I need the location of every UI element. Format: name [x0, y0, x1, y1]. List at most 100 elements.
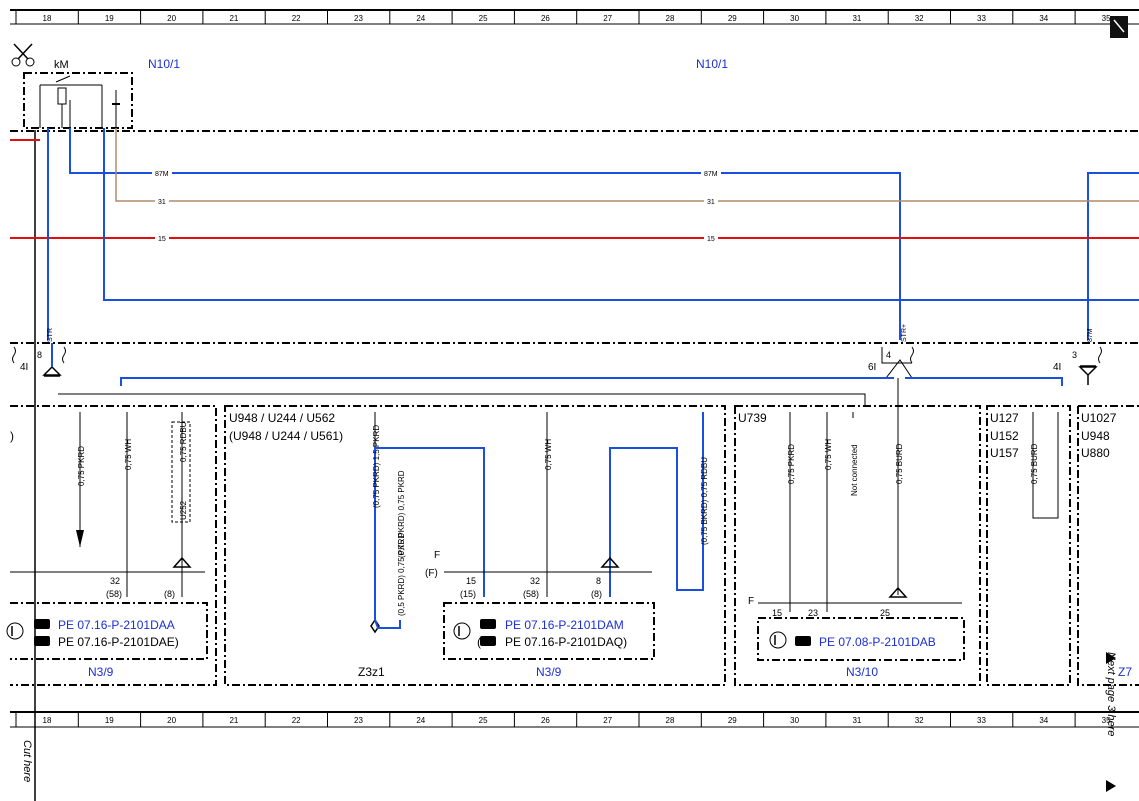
ruler-column-label: 26 — [541, 14, 550, 23]
box4-wire: 0,75 BURD — [1030, 443, 1039, 484]
box4-header-2: U152 — [990, 429, 1019, 443]
ruler-column-label: 21 — [229, 14, 238, 23]
bus-87m — [69, 128, 901, 340]
relay-label: kM — [54, 59, 69, 71]
next-page: Next page 3 here — [1105, 652, 1117, 736]
box1-pe-main[interactable]: PE 07.16-P-2101DAA — [58, 618, 175, 632]
ruler-column-label: 18 — [43, 14, 52, 23]
pin-8: 8 — [37, 350, 42, 360]
box2-pin-32: 32 — [530, 576, 540, 586]
box2-pin-15: 15 — [466, 576, 476, 586]
connector-arrow-down-icon — [1078, 346, 1102, 385]
bus-label-31-right: 31 — [704, 196, 718, 206]
wire-blue-connector — [120, 377, 894, 386]
ruler-column-label: 24 — [416, 716, 425, 725]
ruler-column-label: 19 — [105, 14, 114, 23]
box3-pe-main[interactable]: PE 07.08-P-2101DAB — [819, 635, 936, 649]
box2-wire-rdbu: (0,75 BKRD) 0,75 RDBU — [700, 457, 709, 545]
terminal-87m-right: 87M — [1087, 328, 1094, 342]
box4-header-3: U157 — [990, 446, 1019, 460]
cut-here: Cut here — [21, 740, 33, 782]
ruler-column-label: 29 — [728, 14, 737, 23]
n10-label-left: N10/1 — [148, 57, 180, 71]
bus-blue-lower — [103, 128, 1139, 301]
box2-pin-58: (58) — [523, 589, 539, 599]
box2-pin-15b: (15) — [460, 589, 476, 599]
splice-u252-box — [171, 421, 191, 523]
pointing-hand-icon — [34, 619, 50, 629]
box5-header-1: U1027 — [1081, 411, 1117, 425]
bus-label-15-left: 15 — [155, 233, 169, 243]
bus-label-15-right: 15 — [704, 233, 718, 243]
splice-u252: U252 — [179, 500, 188, 520]
scissors-icon — [11, 43, 35, 67]
relay-housing — [23, 72, 133, 129]
pointing-hand-icon — [480, 636, 496, 646]
box2-wire-z: (0,75 PKRD) 1,5 PKRD — [372, 425, 381, 508]
box3-pin-23: 23 — [808, 608, 818, 618]
terminal-str-right: STR+ — [901, 324, 908, 342]
transistor-icon — [769, 631, 787, 649]
box1-wire-3: 0,75 RDBU — [179, 421, 188, 462]
ruler-column-label: 27 — [603, 14, 612, 23]
box1-wire-1: 0,75 PKRD — [77, 446, 86, 486]
ruler-column-label: 24 — [416, 14, 425, 23]
box2-header-2: (U948 / U244 / U561) — [229, 429, 343, 443]
ruler-column-label: 25 — [479, 14, 488, 23]
box-n3-10 — [734, 405, 981, 686]
wire-blue-connector-right — [905, 377, 1063, 386]
bus-label-31-left: 31 — [155, 196, 169, 206]
pointing-hand-icon — [480, 619, 496, 629]
transistor-icon — [453, 622, 471, 640]
box2-pin-8b: (8) — [591, 589, 602, 599]
box3-wire-4: 0,75 BURD — [895, 443, 904, 484]
relay-coil-icon — [39, 75, 120, 128]
box1-pin-58: (58) — [106, 589, 122, 599]
ruler-column-label: 27 — [603, 716, 612, 725]
ruler-column-label: 34 — [1039, 14, 1048, 23]
ruler-column-label: 23 — [354, 14, 363, 23]
box3-wire-3: Not connected — [850, 444, 859, 496]
ruler-column-label: 25 — [479, 716, 488, 725]
box2-label: N3/9 — [536, 665, 562, 679]
box2-header-1: U948 / U244 / U562 — [229, 411, 335, 425]
ruler-column-label: 35 — [1102, 716, 1111, 725]
box2-pe-alt[interactable]: PE 07.16-P-2101DAQ) — [505, 635, 627, 649]
ruler-column-label: 23 — [354, 716, 363, 725]
pin-4: 4 — [886, 350, 891, 360]
box2-f-alt: (F) — [425, 568, 438, 579]
box1-pin-8: (8) — [164, 589, 175, 599]
box1-pe-alt[interactable]: PE 07.16-P-2101DAE) — [58, 635, 179, 649]
box2-pe-main[interactable]: PE 07.16-P-2101DAM — [505, 618, 624, 632]
box5-header-3: U880 — [1081, 446, 1110, 460]
ruler-column-label: 28 — [666, 716, 675, 725]
box2-connector: Z3z1 — [358, 665, 385, 679]
svg-text:87M: 87M — [155, 171, 169, 178]
pointing-hand-icon — [34, 636, 50, 646]
ruler-column-label: 31 — [852, 716, 861, 725]
box3-f: F — [748, 596, 754, 607]
ruler-column-label: 35 — [1102, 14, 1111, 23]
split-connector-icon — [881, 346, 914, 379]
ruler-column-label: 19 — [105, 716, 114, 725]
box1-label: N3/9 — [88, 665, 114, 679]
box2-wire-a: (0,75 PKRD) 0,75 PKRD — [397, 470, 406, 558]
transistor-icon — [6, 622, 24, 640]
bus-label-87m-right: 87M — [701, 168, 721, 178]
svg-text:15: 15 — [158, 236, 166, 243]
ruler-column-label: 29 — [728, 716, 737, 725]
svg-text:(: ( — [477, 635, 481, 649]
ruler-column-label: 22 — [292, 716, 301, 725]
ruler-column-label: 21 — [229, 716, 238, 725]
box-u1027 — [1077, 405, 1139, 686]
bus-87m-right — [1087, 172, 1139, 340]
box3-wire-1: 0,75 PKRD — [787, 444, 796, 484]
box3-wire-2: 0,75 WH — [824, 439, 833, 470]
box-u127 — [986, 405, 1071, 686]
ruler-column-label: 18 — [43, 716, 52, 725]
ruler-column-label: 31 — [852, 14, 861, 23]
bus-label-87m-left: 87M — [152, 168, 172, 178]
box2-f: F — [434, 550, 440, 561]
